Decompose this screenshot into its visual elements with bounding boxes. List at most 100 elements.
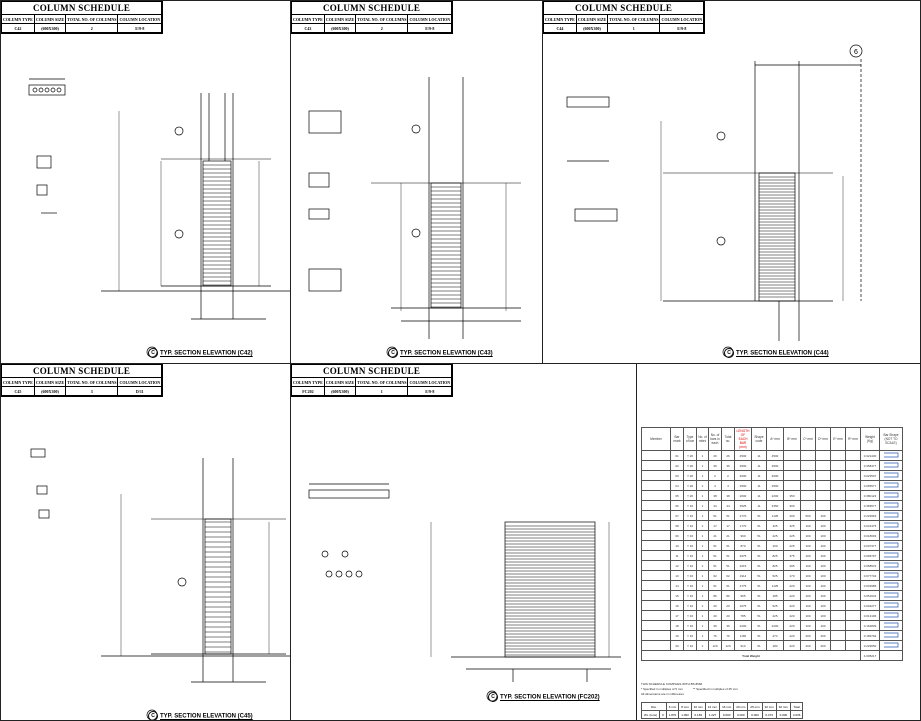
bbs-cell: 1 bbox=[696, 620, 709, 631]
bbs-cell bbox=[641, 530, 671, 541]
bbs-cell: 2200 bbox=[766, 620, 784, 631]
bbs-cell: 160 bbox=[766, 540, 784, 551]
bbs-cell: Y 16 bbox=[683, 520, 697, 531]
bbs-cell bbox=[830, 510, 846, 521]
bbs-cell bbox=[800, 500, 816, 511]
bar-shape-icon bbox=[884, 612, 899, 618]
bar-shape-icon bbox=[884, 642, 899, 648]
bbs-cell: 100 bbox=[800, 570, 816, 581]
bbs-cell: Y 20 bbox=[683, 470, 697, 481]
bbs-cell: 11 bbox=[670, 550, 684, 561]
summary-cell: 0.000 bbox=[775, 710, 791, 719]
summary-header: 8 mm bbox=[678, 702, 692, 711]
elevation-drawing-c45 bbox=[30, 448, 290, 720]
bbs-cell bbox=[879, 610, 903, 621]
bbs-cell bbox=[641, 620, 671, 631]
bbs-cell bbox=[641, 570, 671, 581]
bbs-cell: 200 bbox=[800, 640, 816, 651]
summary-cell: Wt. (tons) bbox=[640, 710, 661, 719]
section-number: C bbox=[388, 348, 398, 358]
bbs-cell: 18 bbox=[670, 620, 684, 631]
schedule-cell: 1 bbox=[607, 23, 661, 33]
schedule-cell: 2 bbox=[65, 23, 119, 33]
bbs-cell: 1 bbox=[696, 560, 709, 571]
bbs-cell: 2200 bbox=[734, 620, 752, 631]
bbs-cell: 11 bbox=[751, 490, 767, 501]
schedule-note: THIS SCHEDULE COMPLIES WITH BS 8666 bbox=[641, 682, 703, 686]
bbs-cell bbox=[815, 470, 831, 481]
bbs-cell: 100 bbox=[800, 540, 816, 551]
bbs-cell: 1 bbox=[696, 600, 709, 611]
bbs-cell: 1 bbox=[696, 460, 709, 471]
bbs-header: Type of bar bbox=[683, 427, 697, 451]
bbs-cell: 1 bbox=[696, 470, 709, 481]
bbs-cell: Y 20 bbox=[683, 460, 697, 471]
bbs-cell bbox=[879, 540, 903, 551]
bbs-cell: 21 bbox=[708, 530, 722, 541]
summary-cell: 4.006 bbox=[789, 710, 804, 719]
bbs-cell: 1075 bbox=[734, 600, 752, 611]
grid-bubble-label: 6 bbox=[854, 49, 858, 56]
bbs-cell: 1 bbox=[696, 610, 709, 621]
section-number: C bbox=[148, 711, 158, 720]
bbs-cell: 4 bbox=[708, 480, 722, 491]
bbs-cell: 1770 bbox=[734, 520, 752, 531]
bbs-cell: 51 bbox=[751, 600, 767, 611]
bbs-cell bbox=[641, 540, 671, 551]
bbs-cell bbox=[845, 630, 861, 641]
bbs-cell: 220 bbox=[783, 630, 801, 641]
bbs-cell: 225 bbox=[783, 530, 801, 541]
bbs-cell: 0.004277 bbox=[860, 600, 880, 611]
bbs-cell bbox=[845, 580, 861, 591]
bbs-cell: 4500 bbox=[766, 450, 784, 461]
elevation-title: TYP. SECTION ELEVATION (C42) bbox=[160, 350, 253, 357]
bbs-cell: 100 bbox=[800, 610, 816, 621]
schedule-cell: E/9-8 bbox=[407, 386, 453, 396]
bbs-cell: 225 bbox=[766, 530, 784, 541]
bbs-cell: 274 bbox=[766, 630, 784, 641]
bbs-cell: 12 bbox=[670, 560, 684, 571]
bbs-cell: 220 bbox=[783, 580, 801, 591]
bbs-cell: 500 bbox=[800, 510, 816, 521]
bbs-cell: 220 bbox=[783, 590, 801, 601]
bbs-cell: 51 bbox=[751, 570, 767, 581]
bbs-cell: 36 bbox=[708, 620, 722, 631]
bbs-cell: 1914 bbox=[734, 570, 752, 581]
bbs-cell bbox=[830, 480, 846, 491]
bbs-cell: 1165 bbox=[734, 630, 752, 641]
bar-shape-icon bbox=[884, 562, 899, 568]
bbs-cell: 350 bbox=[783, 490, 801, 501]
bbs-cell bbox=[879, 530, 903, 541]
bbs-cell: 100 bbox=[815, 600, 831, 611]
bbs-cell: 200 bbox=[815, 640, 831, 651]
bar-shape-icon bbox=[884, 592, 899, 598]
bbs-cell: 3500 bbox=[766, 480, 784, 491]
schedule-cell: (600X300) bbox=[323, 23, 357, 33]
bbs-cell: 100 bbox=[815, 610, 831, 621]
bbs-cell bbox=[845, 640, 861, 651]
bbs-cell bbox=[815, 480, 831, 491]
bbs-cell: 183 bbox=[766, 640, 784, 651]
elevation-drawing-fc202 bbox=[308, 483, 621, 702]
bbs-cell: 1 bbox=[696, 580, 709, 591]
bbs-cell bbox=[800, 460, 816, 471]
bbs-cell: 200 bbox=[815, 630, 831, 641]
bbs-cell: 220 bbox=[783, 620, 801, 631]
bbs-cell bbox=[845, 470, 861, 481]
bbs-cell: 4000 bbox=[734, 470, 752, 481]
bbs-cell: 100 bbox=[815, 510, 831, 521]
bbs-header: Weight (Kg) bbox=[860, 427, 880, 451]
bbs-cell: 38 bbox=[708, 490, 722, 501]
bbs-cell: 1 bbox=[696, 520, 709, 531]
summary-cell: 0.000 bbox=[719, 710, 735, 719]
